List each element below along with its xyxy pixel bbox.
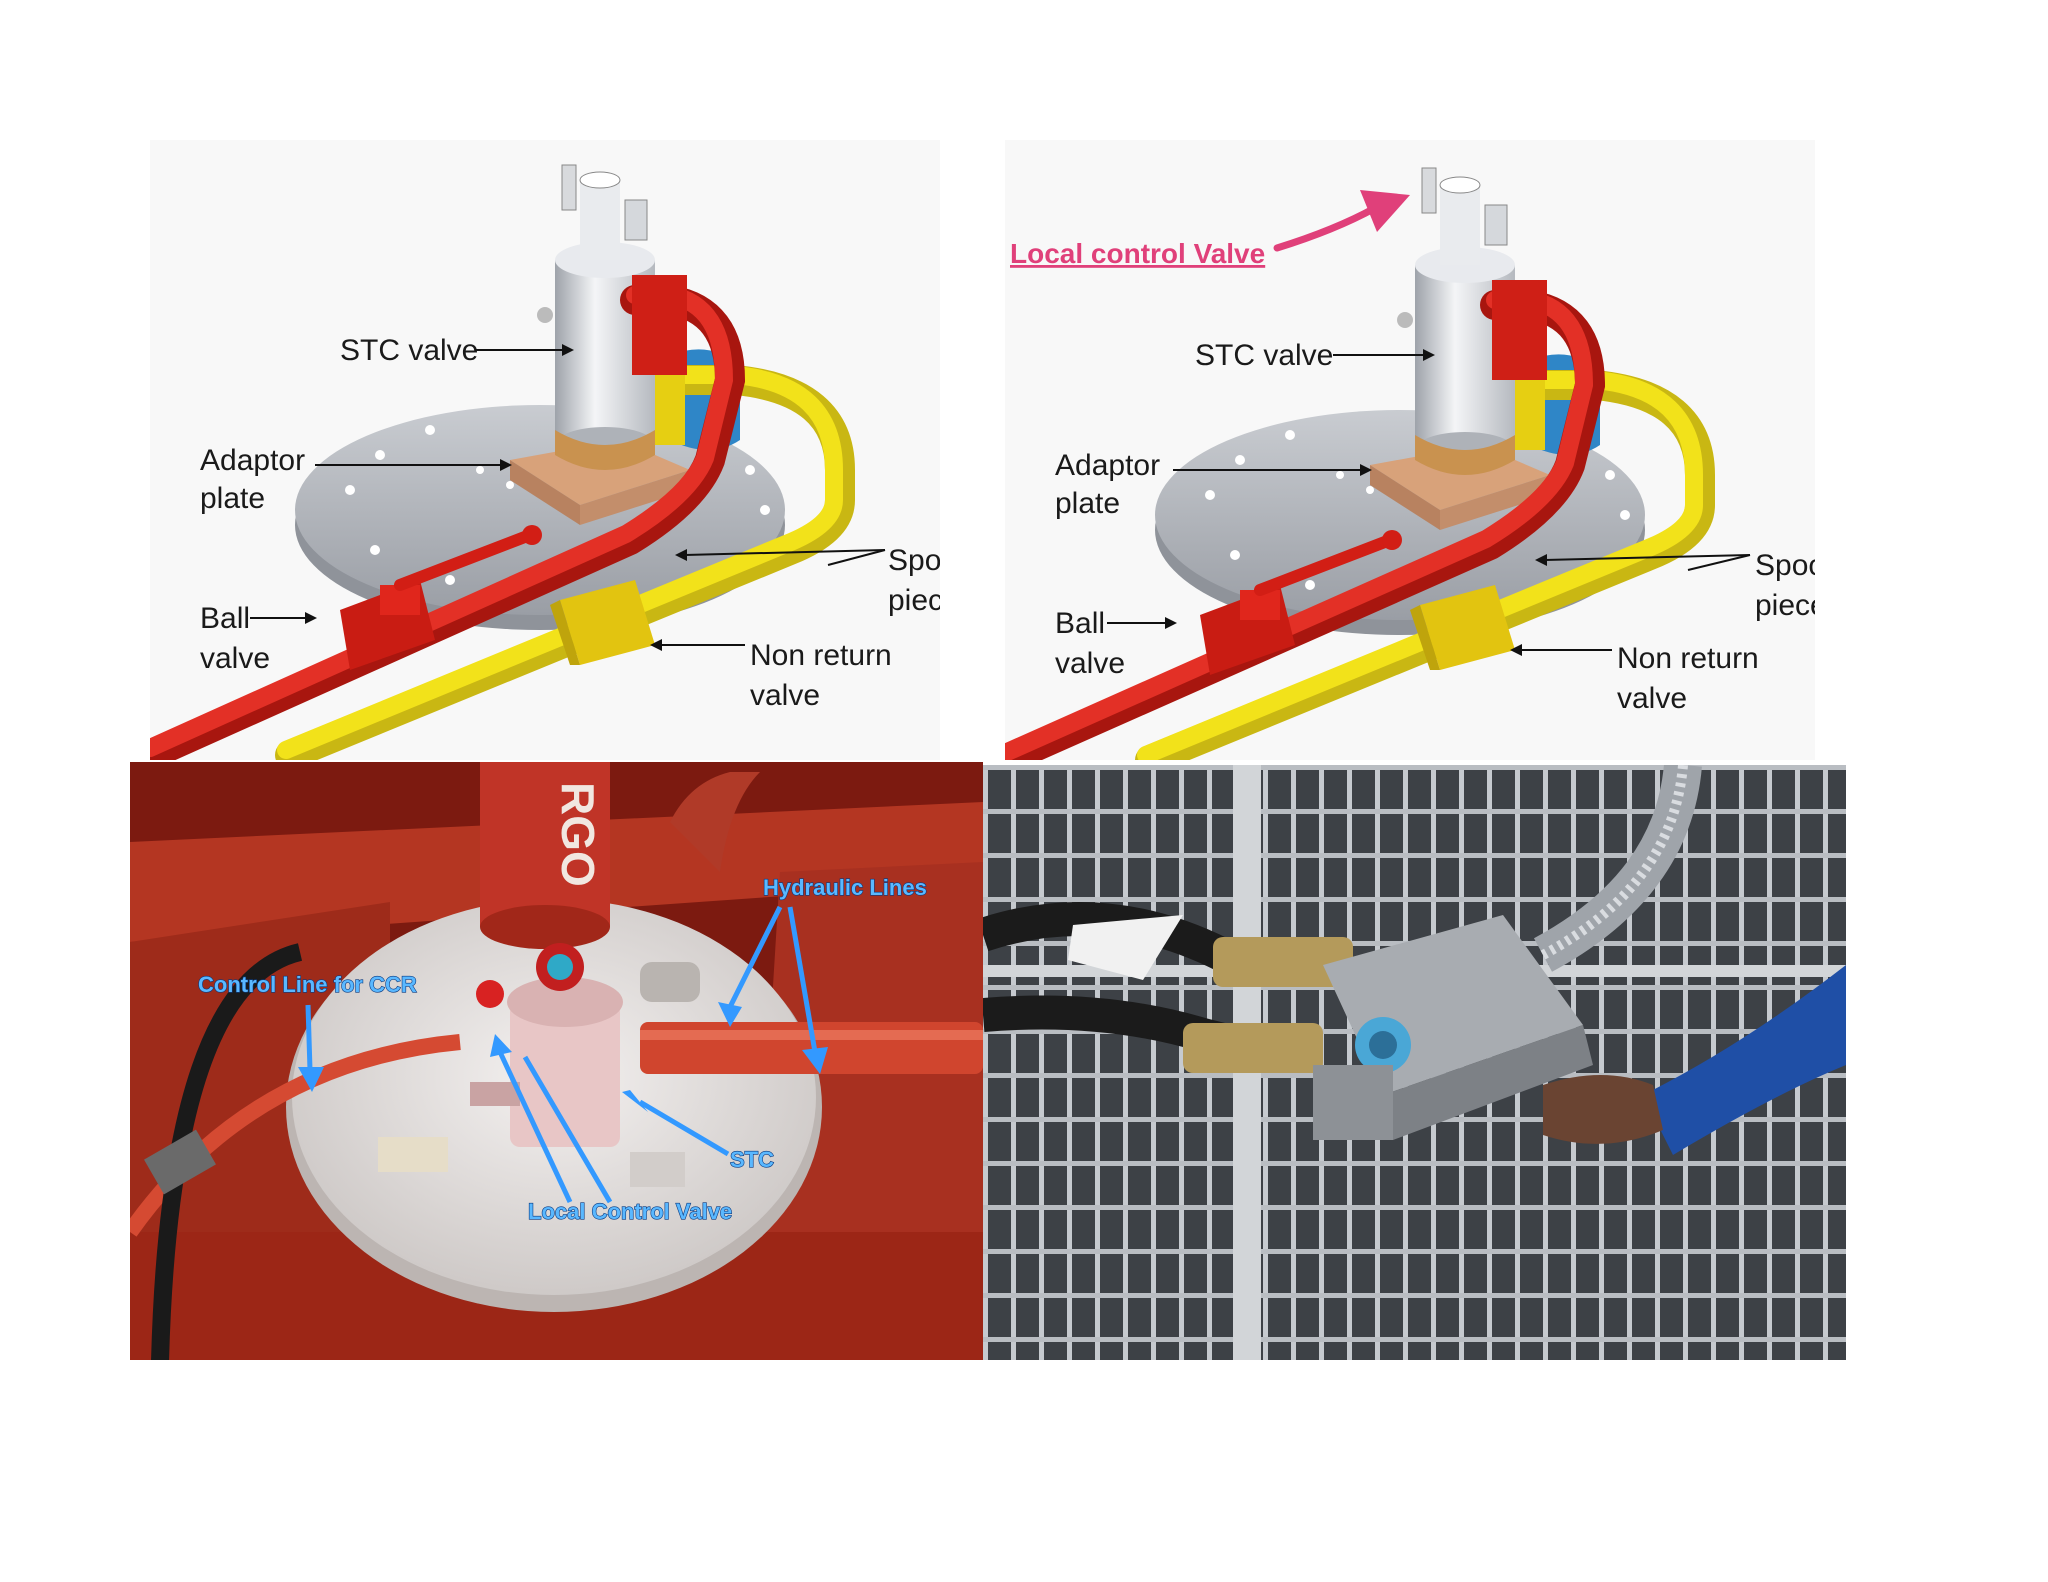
label-ball-valve: valve xyxy=(1055,647,1125,680)
label-control-line: Control Line for CCR xyxy=(198,972,417,997)
local-control-valve xyxy=(1421,167,1437,214)
black-hose-1 xyxy=(983,902,1286,982)
non-return-valve xyxy=(550,580,655,665)
label-non-return-valve: valve xyxy=(1617,682,1687,715)
coupling-2 xyxy=(1183,1023,1323,1073)
label-pieces: pieces xyxy=(1755,589,1815,622)
label-adaptor: Adaptor xyxy=(200,444,305,477)
label-non-return: Non return xyxy=(1617,642,1759,675)
stc-diagram-right: Local control Valve STC valve Adaptor pl… xyxy=(1005,140,1815,760)
label-spool: Spool xyxy=(888,544,940,577)
label-local-control-valve: Local Control Valve xyxy=(528,1199,732,1224)
non-return-valve xyxy=(1410,585,1515,670)
label-pieces: pieces xyxy=(888,584,940,617)
ball-valve xyxy=(340,525,542,670)
label-non-return-valve: valve xyxy=(750,679,820,712)
label-adaptor: Adaptor xyxy=(1055,449,1160,482)
label-plate: plate xyxy=(200,482,265,515)
label-ball: Ball xyxy=(1055,607,1105,640)
stc-diagram-left: STC valve Adaptor plate Ball valve Spool… xyxy=(150,140,940,760)
white-tag xyxy=(1068,915,1183,980)
label-stc-valve: STC valve xyxy=(340,334,478,367)
label-ball-valve: valve xyxy=(200,642,270,675)
pink-arrow xyxy=(1273,190,1410,252)
red-flange xyxy=(632,275,687,375)
control-line-arrow xyxy=(298,1004,324,1092)
black-hose xyxy=(151,943,303,1360)
label-hydraulic-lines: Hydraulic Lines xyxy=(763,875,927,900)
label-plate: plate xyxy=(1055,487,1120,520)
label-stc-valve: STC valve xyxy=(1195,339,1333,372)
callout-local-control-valve: Local control Valve xyxy=(1010,238,1265,269)
label-spool: Spool xyxy=(1755,549,1815,582)
cargo-pipe-text: RGO xyxy=(552,782,604,887)
hand xyxy=(1543,1075,1663,1144)
stc-arrow xyxy=(622,1090,730,1157)
label-non-return: Non return xyxy=(750,639,892,672)
local-control-arrows xyxy=(490,1034,613,1204)
red-flange xyxy=(1492,280,1547,380)
stc-valve-photo xyxy=(470,943,623,1147)
sleeve-arm xyxy=(1643,965,1846,1155)
coupling-1 xyxy=(1213,937,1353,987)
hydraulic-arrows xyxy=(718,905,828,1074)
ball-valve xyxy=(1200,530,1402,675)
label-ball: Ball xyxy=(200,602,250,635)
deck-photo: RGO Hydraulic Lines Control Line for CCR… xyxy=(130,762,983,1360)
cargo-pipe xyxy=(480,762,610,927)
label-stc: STC xyxy=(730,1147,774,1172)
grating-photo xyxy=(983,765,1846,1360)
hydraulic-valve-block xyxy=(1313,915,1593,1140)
